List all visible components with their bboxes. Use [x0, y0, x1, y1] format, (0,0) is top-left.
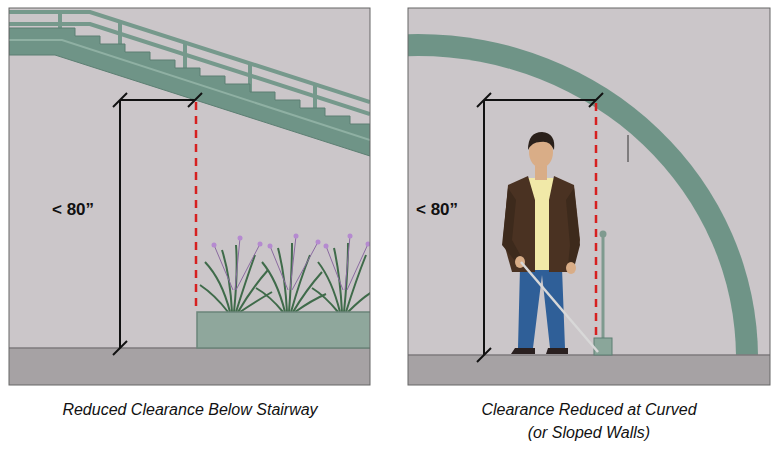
wall-mark	[628, 135, 629, 162]
panel-border	[9, 8, 370, 385]
curved-wall	[408, 34, 758, 355]
flowers	[212, 234, 371, 249]
floor	[408, 355, 770, 385]
caption-text: Clearance Reduced at Curved (or Sloped W…	[474, 398, 704, 444]
stairway	[9, 28, 370, 156]
floor	[9, 348, 370, 385]
stair-panel	[9, 8, 370, 385]
panel-border	[408, 8, 770, 385]
planter-grass	[200, 243, 370, 312]
flower-stems	[214, 236, 368, 290]
person-with-cane	[502, 132, 598, 354]
dimension-line	[477, 93, 603, 362]
dimension-label: < 80”	[416, 198, 480, 221]
stair-stringer	[9, 40, 370, 140]
dimension-line	[113, 93, 202, 355]
clearance-line	[195, 102, 198, 312]
clearance-line	[595, 103, 598, 336]
caption-text: Reduced Clearance Below Stairway	[10, 398, 370, 421]
planter	[197, 312, 370, 348]
dimension-label: < 80”	[52, 198, 116, 221]
